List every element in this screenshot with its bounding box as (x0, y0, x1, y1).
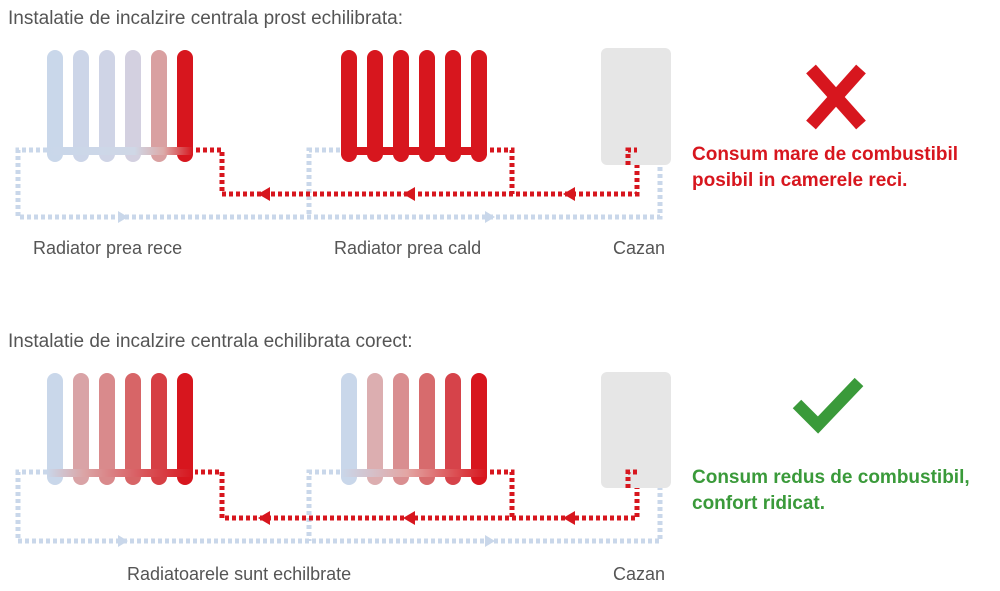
boiler-unit (601, 48, 671, 165)
supply-pipe (195, 147, 640, 197)
radiators-label: Radiatoarele sunt echilbrate (127, 564, 352, 584)
radiator-too-cold (47, 50, 193, 162)
boiler-label: Cazan (613, 564, 666, 584)
status-line: confort ridicat. (692, 493, 826, 514)
radiator-balanced-1 (47, 373, 193, 485)
return-pipe (15, 469, 663, 544)
return-pipe (15, 147, 663, 220)
checkmark-icon (792, 377, 864, 434)
supply-flow-arrows (258, 187, 575, 201)
radiator-label-cold: Radiator prea rece (33, 238, 183, 258)
boiler-label: Cazan (613, 238, 666, 258)
section-title: Instalatie de incalzire centrala prost e… (8, 8, 403, 29)
radiator-too-hot (341, 50, 487, 162)
section-title: Instalatie de incalzire centrala echilib… (8, 331, 413, 352)
supply-pipe (195, 469, 640, 521)
return-flow-arrows (118, 535, 495, 547)
boiler-supply-stub (625, 469, 637, 488)
status-line: posibil in camerele reci. (692, 170, 908, 191)
radiator-label-hot: Radiator prea cald (334, 238, 482, 258)
boiler-supply-stub (625, 147, 637, 165)
supply-flow-arrows (258, 511, 575, 525)
boiler-unit (601, 372, 671, 488)
x-cross-icon (806, 64, 866, 130)
status-line: Consum mare de combustibil (692, 144, 959, 165)
section-balanced (15, 372, 864, 547)
section-unbalanced (15, 48, 866, 223)
status-message-good: Consum redus de combustibil, confort rid… (692, 465, 970, 517)
radiator-balanced-2 (341, 373, 487, 485)
return-flow-arrows (118, 211, 495, 223)
status-line: Consum redus de combustibil, (692, 467, 970, 488)
status-message-bad: Consum mare de combustibil posibil in ca… (692, 142, 958, 194)
